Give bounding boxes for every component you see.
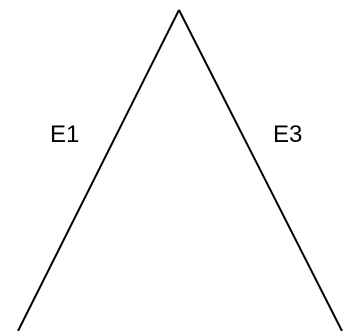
edge-e3-label: E3 (273, 121, 302, 148)
edge-e3-line (178, 9, 343, 331)
edge-e1-label: E1 (50, 121, 79, 148)
edge-e1-line (17, 9, 180, 331)
